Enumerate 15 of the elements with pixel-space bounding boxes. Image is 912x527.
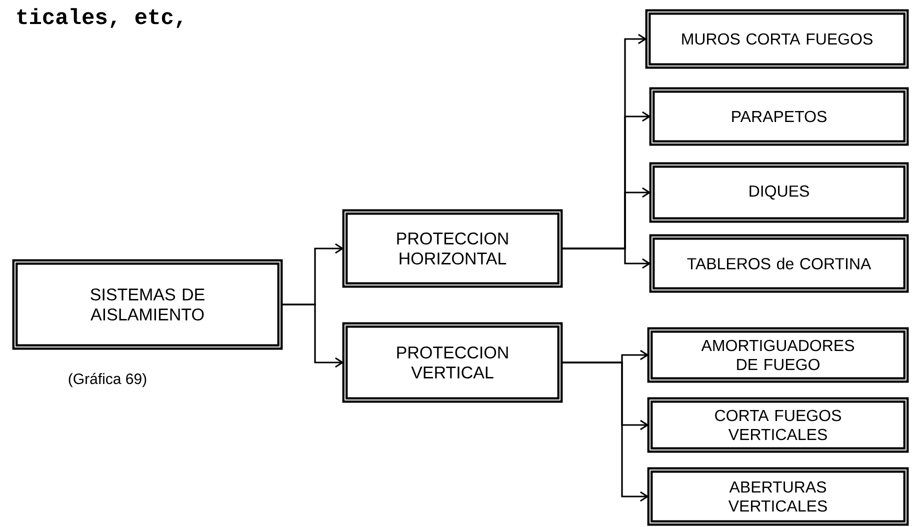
arrow: [281, 304, 344, 368]
process-box: MUROS CORTA FUEGOS: [645, 9, 909, 69]
process-box: DIQUES: [649, 162, 909, 223]
process-box: PARAPETOS: [649, 87, 909, 146]
process-box: PROTECCION HORIZONTAL: [342, 209, 563, 288]
process-box: ABERTURAS VERTICALES: [647, 467, 909, 526]
node-label: (Gráfica 69): [68, 372, 146, 388]
process-box: SISTEMAS DE AISLAMIENTO: [12, 259, 283, 350]
arrow: [561, 248, 651, 269]
process-box: CORTA FUEGOS VERTICALES: [647, 397, 909, 453]
arrow: [561, 362, 649, 502]
process-box: PROTECCION VERTICAL: [342, 322, 563, 403]
process-box: TABLEROS de CORTINA: [649, 234, 909, 293]
text-fragment: ticales, etc,: [17, 8, 182, 28]
process-box: AMORTIGUADORES DE FUEGO: [647, 327, 909, 383]
